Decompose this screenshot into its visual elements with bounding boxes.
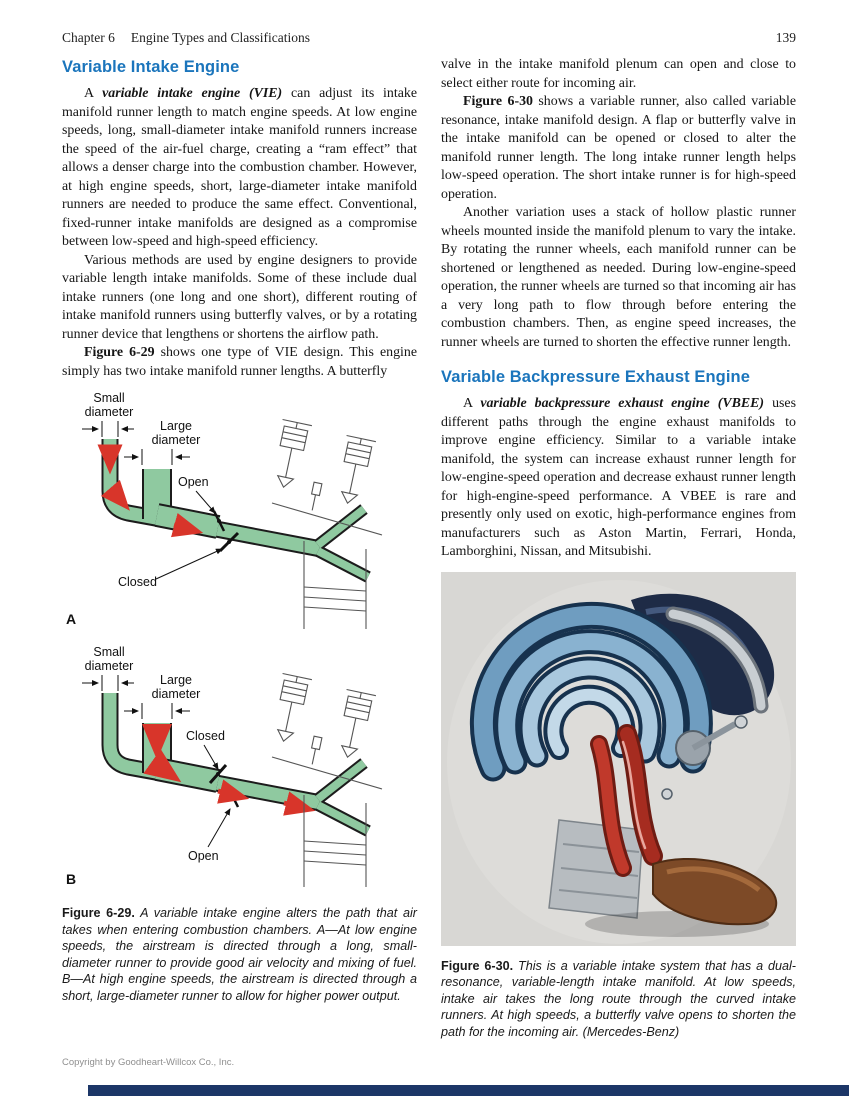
engine-lineart [271,418,383,629]
figure-29-diagram-a: Small diameter Large diameter Open Close… [66,391,416,633]
diagram-a-art [82,418,383,629]
paragraph-vbee: A variable backpressure exhaust engine (… [441,395,796,562]
figure-29-diagram-b: Small diameter Large diameter Closed Ope… [66,641,416,893]
copyright-notice: Copyright by Goodheart-Willcox Co., Inc. [62,1057,235,1068]
text-run: A [84,86,103,101]
dimension-marks [82,421,190,465]
figure-29: Small diameter Large diameter Open Close… [62,391,417,1005]
chapter-title: Engine Types and Classifications [130,30,311,45]
text-run: can adjust its intake manifold runner le… [62,86,417,249]
term-vbee: variable backpressure exhaust engine (VB… [480,396,765,411]
label-large-diameter: Large diameter [151,419,201,447]
running-head: Chapter 6 Engine Types and Classification… [62,30,796,46]
figure-30-caption-text: This is a variable intake system that ha… [441,958,797,1039]
metal-pipe-art [665,606,769,713]
section-heading-variable-backpressure: Variable Backpressure Exhaust Engine [441,368,750,386]
figure-6-30-reference: Figure 6-30 [463,94,533,109]
text-run: A [463,396,481,411]
label-open: Open [188,849,219,863]
right-column: valve in the intake manifold plenum can … [441,56,796,1040]
page-footer-bar [88,1085,849,1096]
text-run: shows a variable runner, also called var… [441,94,797,202]
figure-30-caption: Figure 6-30. This is a variable intake s… [441,958,796,1041]
figure-29-caption-text: A variable intake engine alters the path… [62,906,417,1003]
paragraph-figure29-ref: Figure 6-29 shows one type of VIE design… [62,344,417,381]
intake-pipes [101,693,371,837]
paragraph-vie-intro: A variable intake engine (VIE) can adjus… [62,85,417,252]
left-column: Variable Intake Engine A variable intake… [62,56,417,1040]
figure-29-caption-label: Figure 6-29. [62,906,135,920]
diagram-letter-b: B [66,871,77,887]
label-small-diameter: Small diameter [84,645,134,673]
figure-6-29-reference: Figure 6-29 [84,345,155,360]
text-run: shows one type of VIE design. This engin… [62,345,417,379]
label-leaders [155,490,223,580]
paragraph-continued: valve in the intake manifold plenum can … [441,57,796,91]
figure-29-caption: Figure 6-29. A variable intake engine al… [62,905,417,1005]
page-number: 139 [775,30,796,45]
exhaust-manifold-art [585,857,778,937]
figure-30-caption-label: Figure 6-30. [441,958,514,973]
engine-lineart [271,672,383,887]
dimension-marks [82,675,190,719]
label-closed: Closed [118,575,157,589]
intake-pipes [101,439,371,583]
label-small-diameter: Small diameter [84,391,134,419]
label-open: Open [178,475,209,489]
diagram-b-art [82,672,383,887]
paragraph-runner-wheels: Another variation uses a stack of hollow… [441,205,796,350]
paragraph-figure30-ref: Figure 6-30 shows a variable runner, als… [441,93,796,204]
label-closed: Closed [186,729,225,743]
airflow-arrows [97,444,204,538]
text-run: uses different paths through the engine … [441,396,796,559]
diagram-letter-a: A [66,611,77,627]
figure-30-illustration [441,571,796,946]
paragraph-vie-methods: Various methods are used by engine desig… [62,252,417,342]
butterfly-valves [212,510,240,553]
term-vie: variable intake engine (VIE) [102,86,283,101]
label-leaders [203,744,231,848]
engine-cutaway-art [441,571,796,946]
two-column-layout: Variable Intake Engine A variable intake… [62,56,796,1040]
running-head-left: Chapter 6 Engine Types and Classification… [62,30,310,46]
label-large-diameter: Large diameter [151,673,201,701]
red-runner-art [590,723,663,877]
section-heading-variable-intake-engine: Variable Intake Engine [62,58,240,76]
chapter-number: Chapter 6 [62,30,115,45]
